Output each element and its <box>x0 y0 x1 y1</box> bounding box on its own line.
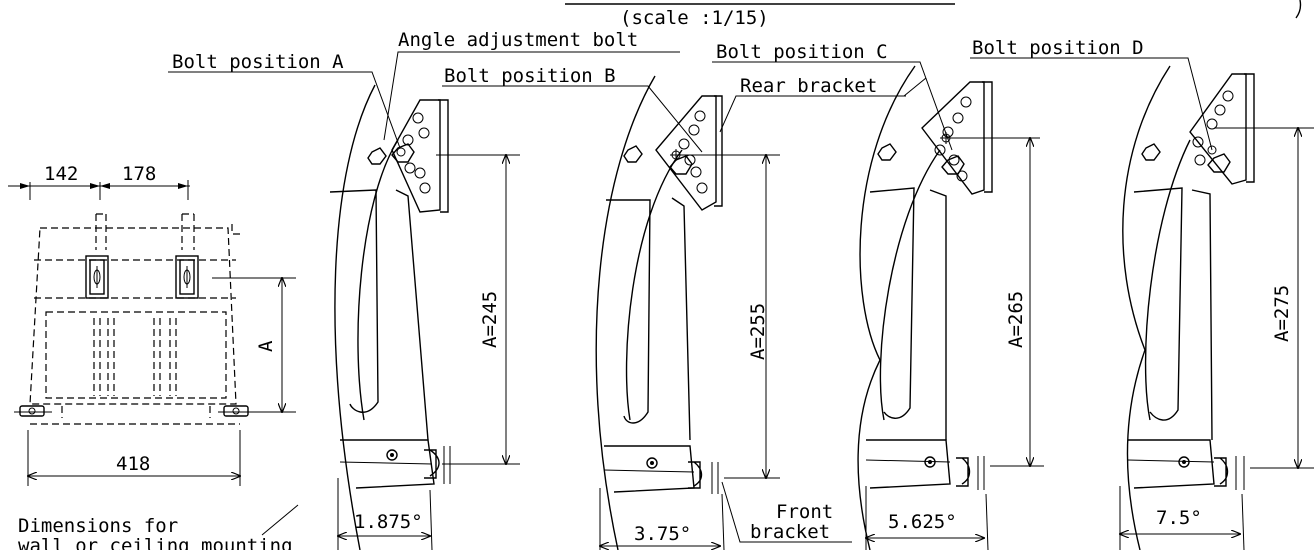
angle-1875: 1.875° <box>354 511 423 533</box>
side-view-d: A=275 7.5° <box>1120 65 1314 550</box>
label-bolt-b: Bolt position B <box>444 65 616 87</box>
angle-375: 3.75° <box>634 523 691 545</box>
side-view-a: A=245 1.875° <box>329 84 520 550</box>
dim-a-255: A=255 <box>747 303 769 360</box>
caption-line-1: Dimensions for <box>18 515 178 537</box>
angle-75: 7.5° <box>1156 507 1202 529</box>
dim-418: 418 <box>116 453 150 475</box>
side-view-c: A=265 5.625° <box>857 65 1044 550</box>
label-bolt-a: Bolt position A <box>172 51 344 73</box>
dim-a-275: A=275 <box>1271 285 1293 342</box>
dim-a-265: A=265 <box>1005 291 1027 348</box>
caption-leader <box>261 504 299 536</box>
side-view-b: A=255 3.75° <box>595 75 780 550</box>
caption-line-2: wall or ceiling mounting <box>18 535 293 550</box>
label-bolt-c: Bolt position C <box>716 41 888 63</box>
dim-a-245: A=245 <box>479 291 501 348</box>
dim-178: 178 <box>122 163 156 185</box>
label-rear-bracket: Rear bracket <box>740 75 877 97</box>
label-bolt-d: Bolt position D <box>972 37 1144 59</box>
label-front-bracket-2: bracket <box>750 521 830 543</box>
dim-a-label: A <box>255 340 277 352</box>
corner-mark <box>1295 0 1302 19</box>
dim-142: 142 <box>44 163 78 185</box>
top-view: 142 178 A <box>8 163 296 486</box>
label-angle-bolt: Angle adjustment bolt <box>398 29 638 51</box>
label-front-bracket-1: Front <box>776 501 833 523</box>
angle-5625: 5.625° <box>888 511 957 533</box>
scale-label: (scale :1/15) <box>620 7 769 29</box>
